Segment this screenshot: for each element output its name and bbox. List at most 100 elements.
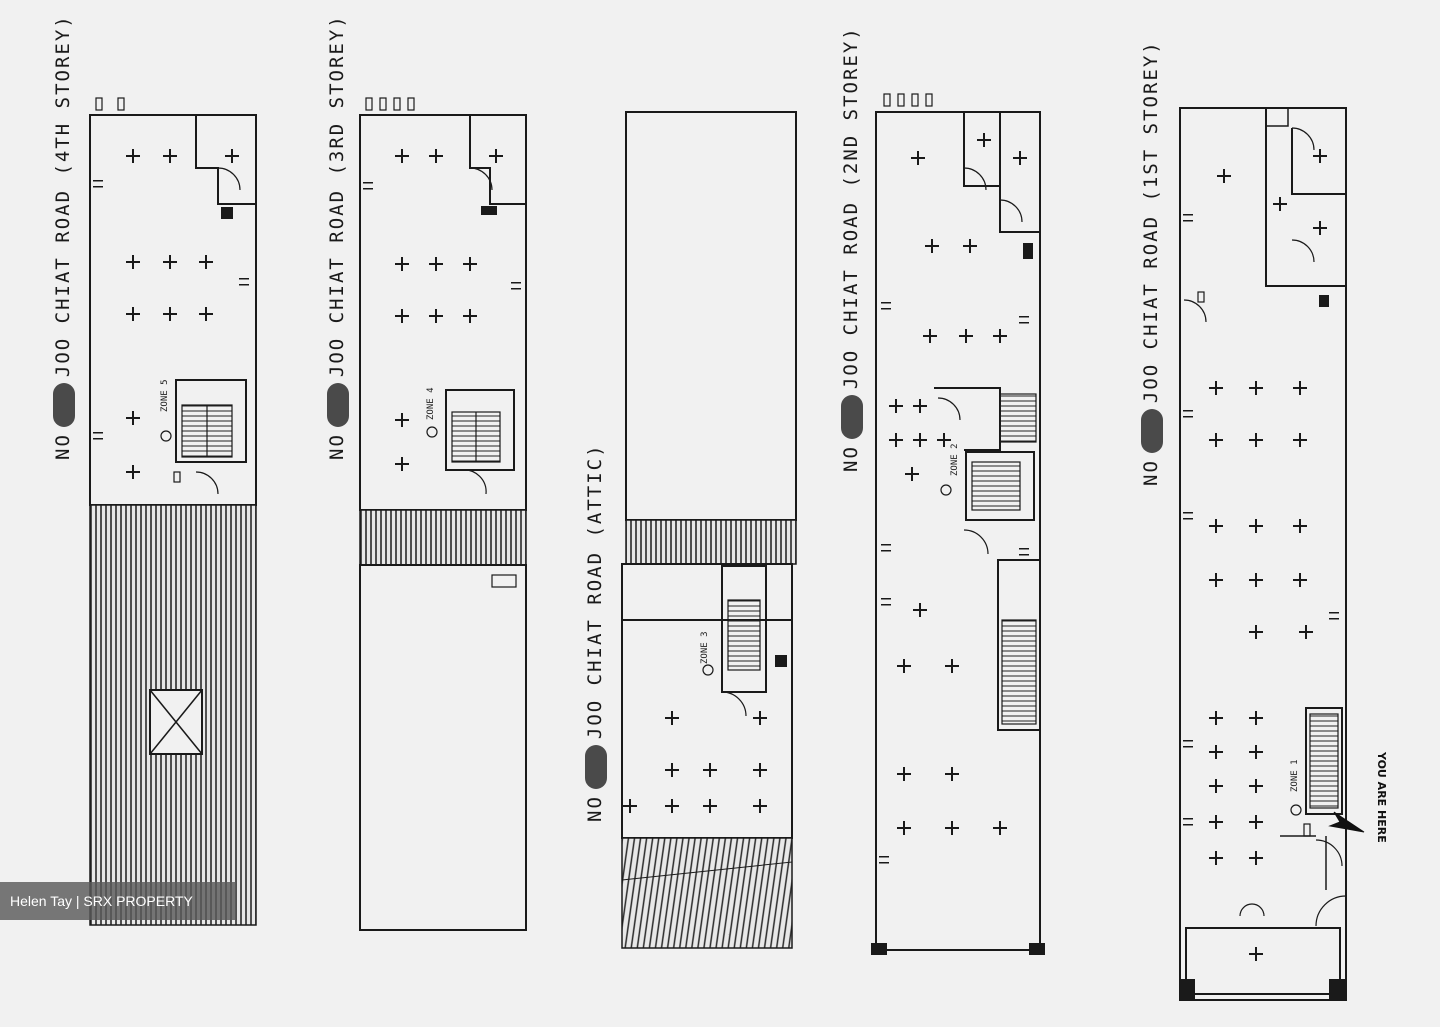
plan-3-stair-core [445, 389, 515, 471]
light-fixture-icon [897, 659, 911, 673]
light-fixture-icon [163, 149, 177, 163]
power-socket-icon [1019, 548, 1029, 556]
label-4th-text: JOO CHIAT ROAD (4TH STOREY) [52, 14, 74, 378]
plan-3-rear-yard [359, 564, 527, 931]
light-fixture-icon [1209, 519, 1223, 533]
power-socket-icon [511, 282, 521, 290]
light-fixture-icon [1013, 151, 1027, 165]
light-fixture-icon [126, 255, 140, 269]
light-fixture-icon [1209, 381, 1223, 395]
light-fixture-icon [1273, 197, 1287, 211]
zone-4-label: ZONE 4 [426, 387, 436, 420]
power-socket-icon [1329, 612, 1339, 620]
light-fixture-icon [1209, 815, 1223, 829]
light-fixture-icon [489, 149, 503, 163]
zone-1-label: ZONE 1 [1290, 759, 1300, 792]
light-fixture-icon [1293, 573, 1307, 587]
label-3rd-storey: NOJOO CHIAT ROAD (3RD STOREY) [326, 14, 349, 460]
light-fixture-icon [897, 767, 911, 781]
light-fixture-icon [126, 465, 140, 479]
light-fixture-icon [945, 659, 959, 673]
label-1st-prefix: NO [1140, 459, 1162, 486]
plan-2-stair-core [965, 451, 1035, 521]
light-fixture-icon [923, 329, 937, 343]
light-fixture-icon [395, 257, 409, 271]
plan-2-outline [875, 111, 1041, 951]
light-fixture-icon [395, 457, 409, 471]
power-socket-icon [1183, 740, 1193, 748]
light-fixture-icon [925, 239, 939, 253]
redaction-mark [584, 745, 607, 790]
plan-attic-stair [721, 565, 767, 693]
label-2nd-text: JOO CHIAT ROAD (2ND STOREY) [840, 26, 862, 390]
light-fixture-icon [126, 411, 140, 425]
light-fixture-icon [753, 763, 767, 777]
light-fixture-icon [753, 799, 767, 813]
light-fixture-icon [1313, 221, 1327, 235]
light-fixture-icon [911, 151, 925, 165]
light-fixture-icon [889, 433, 903, 447]
light-fixture-icon [1249, 745, 1263, 759]
label-1st-storey: NOJOO CHIAT ROAD (1ST STOREY) [1140, 40, 1163, 486]
light-fixture-icon [1249, 947, 1263, 961]
plan-1-stair [1305, 707, 1343, 815]
power-socket-icon [881, 544, 891, 552]
light-fixture-icon [905, 467, 919, 481]
power-socket-icon [881, 598, 891, 606]
label-4th-prefix: NO [52, 433, 74, 460]
zone-5-label: ZONE 5 [160, 379, 170, 412]
plan-1-outline [1179, 107, 1347, 1001]
plan-3-outline [359, 114, 527, 511]
light-fixture-icon [395, 413, 409, 427]
label-2nd-prefix: NO [840, 445, 862, 472]
light-fixture-icon [1249, 625, 1263, 639]
light-fixture-icon [889, 399, 903, 413]
light-fixture-icon [913, 433, 927, 447]
light-fixture-icon [1249, 815, 1263, 829]
light-fixture-icon [1293, 519, 1307, 533]
light-fixture-icon [1249, 433, 1263, 447]
light-fixture-icon [703, 799, 717, 813]
light-fixture-icon [913, 603, 927, 617]
power-socket-icon [363, 182, 373, 190]
light-fixture-icon [1299, 625, 1313, 639]
light-fixture-icon [977, 133, 991, 147]
plan-attic [621, 111, 797, 949]
light-fixture-icon [199, 307, 213, 321]
plan-3-rear-hatch [359, 509, 527, 566]
plan-attic-upper-void [625, 111, 797, 521]
power-socket-icon [93, 180, 103, 188]
light-fixture-icon [1249, 711, 1263, 725]
plan-4-stair-core [175, 379, 247, 463]
light-fixture-icon [665, 711, 679, 725]
watermark: Helen Tay | SRX PROPERTY [0, 882, 236, 920]
light-fixture-icon [429, 257, 443, 271]
plan-1-front-porch [1185, 927, 1341, 995]
light-fixture-icon [1209, 711, 1223, 725]
redaction-mark [840, 395, 863, 440]
power-socket-icon [1183, 410, 1193, 418]
light-fixture-icon [993, 329, 1007, 343]
light-fixture-icon [1217, 169, 1231, 183]
label-2nd-storey: NO JOO CHIAT ROAD (2ND STOREY) [840, 26, 863, 472]
light-fixture-icon [429, 149, 443, 163]
zone-3-label: ZONE 3 [700, 631, 710, 664]
plan-2nd-storey [871, 93, 1045, 955]
plan-attic-hatch [625, 519, 797, 565]
light-fixture-icon [1209, 779, 1223, 793]
redaction-mark [1140, 409, 1163, 454]
light-fixture-icon [703, 763, 717, 777]
light-fixture-icon [1249, 573, 1263, 587]
power-socket-icon [1019, 316, 1029, 324]
plan-2-rear-stair [997, 559, 1041, 731]
light-fixture-icon [913, 399, 927, 413]
plan-4-rear-hatch [89, 504, 257, 926]
light-fixture-icon [126, 307, 140, 321]
label-3rd-prefix: NO [326, 433, 348, 460]
light-fixture-icon [1249, 779, 1263, 793]
light-fixture-icon [937, 433, 951, 447]
light-fixture-icon [1209, 851, 1223, 865]
you-are-here-arrow [1328, 811, 1365, 833]
